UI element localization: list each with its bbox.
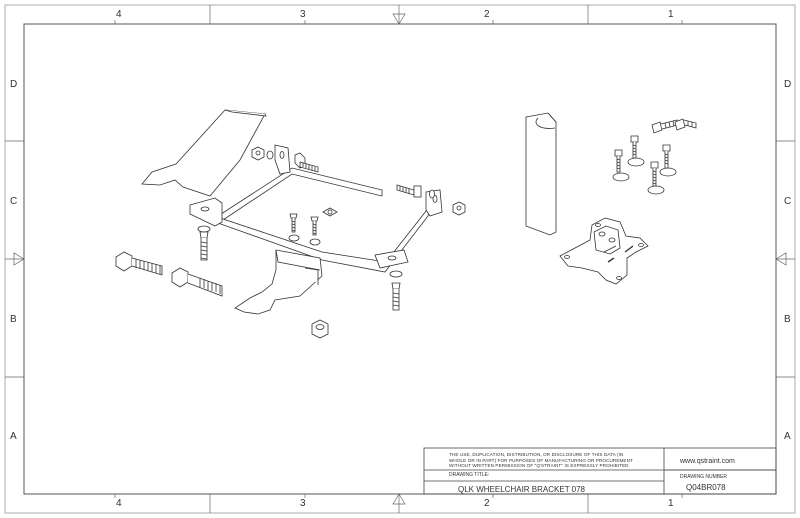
rail-plate (141, 109, 266, 197)
washer (659, 167, 677, 177)
bolt (391, 282, 401, 290)
long-bolt (115, 251, 133, 272)
drawing-title: QLK WHEELCHAIR BRACKET 078 (458, 485, 586, 494)
zone-label-top: 2 (484, 9, 490, 20)
screw (614, 149, 623, 157)
long-bolt (171, 267, 189, 288)
zone-label-left: B (10, 314, 17, 325)
screw (662, 144, 671, 152)
zone-label-left: C (10, 196, 18, 207)
pin-and-base-assembly (525, 112, 697, 285)
upper-tab (274, 144, 291, 175)
zone-label-top: 1 (668, 9, 674, 20)
title-block (423, 447, 777, 495)
bolt (199, 231, 209, 239)
washer (647, 185, 665, 195)
drawing-number-label: DRAWING NUMBER (680, 474, 728, 480)
screw (289, 213, 298, 219)
left-tab (189, 197, 223, 227)
zone-label-bottom: 3 (300, 498, 306, 509)
screw (651, 121, 663, 134)
zone-ticks (5, 5, 795, 513)
zone-label-left: A (10, 431, 17, 442)
zone-label-bottom: 4 (116, 498, 122, 509)
proprietary-notice: THE USE, DUPLICATION, DISTRIBUTION, OR D… (449, 452, 633, 469)
drawing-title-label: DRAWING TITLE: (449, 472, 490, 478)
washer (612, 172, 630, 182)
screw (630, 135, 639, 143)
mounting-bracket-assembly (141, 109, 443, 315)
zone-label-right: D (784, 79, 792, 90)
lock-bar (525, 112, 557, 236)
left-hardware (115, 146, 466, 339)
zone-label-right: C (784, 196, 792, 207)
zone-label-right: B (784, 314, 791, 325)
screw (310, 216, 319, 222)
zone-label-top: 4 (116, 9, 122, 20)
zone-label-bottom: 1 (668, 498, 674, 509)
frame-top (214, 167, 383, 223)
centering-marks (13, 13, 787, 505)
drawing-number: Q04BR078 (686, 483, 726, 492)
bolt (396, 184, 415, 196)
screw (650, 161, 659, 169)
zone-label-right: A (784, 431, 791, 442)
company-website: www.qstraint.com (680, 458, 735, 465)
washer (627, 157, 645, 167)
zone-label-top: 3 (300, 9, 306, 20)
zone-label-left: D (10, 79, 18, 90)
screw (674, 118, 686, 131)
zone-label-bottom: 2 (484, 498, 490, 509)
pin-block (593, 225, 621, 255)
